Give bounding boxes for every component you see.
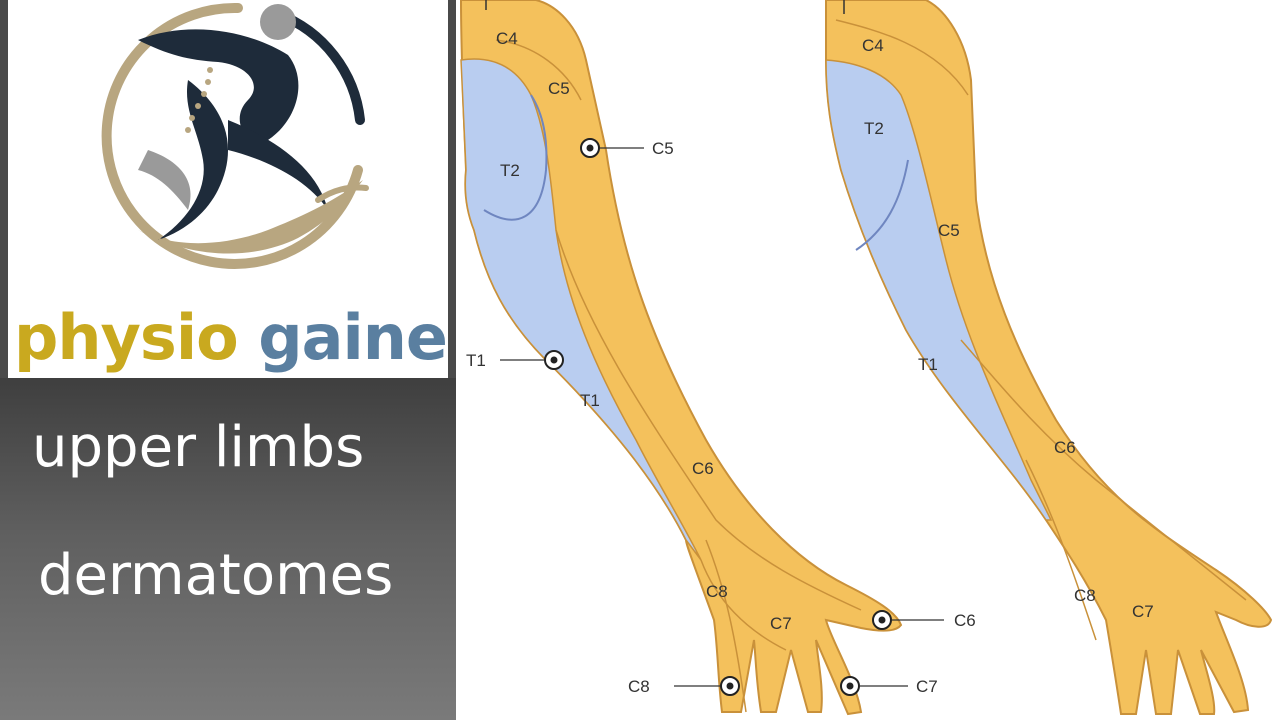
label-post-c4: C4 <box>862 36 884 55</box>
label-ant-c8: C8 <box>706 582 728 601</box>
logo-card: physio gainer <box>8 0 448 378</box>
label-ant-t2: T2 <box>500 161 520 180</box>
anterior-arm <box>459 0 903 716</box>
keypoint-c6: C6 <box>872 610 976 630</box>
label-ant-c7: C7 <box>770 614 792 633</box>
dermatome-diagram: C4 C5 T2 T1 C6 C8 C7 C5 T1 C6 C8 C7 C4 T… <box>456 0 1280 720</box>
keypoint-c6-label: C6 <box>954 611 976 630</box>
posterior-arm <box>825 0 1273 715</box>
label-ant-t1: T1 <box>580 391 600 410</box>
label-ant-c6: C6 <box>692 459 714 478</box>
brand-word-physio: physio <box>14 301 239 374</box>
runner-logo <box>101 2 369 269</box>
label-post-c7: C7 <box>1132 602 1154 621</box>
label-post-c8: C8 <box>1074 586 1096 605</box>
caption-line-2: dermatomes <box>38 543 394 608</box>
keypoint-c5-label: C5 <box>652 139 674 158</box>
label-post-t1: T1 <box>918 355 938 374</box>
caption-panel <box>0 378 456 720</box>
keypoint-t1-label: T1 <box>466 351 486 370</box>
label-post-t2: T2 <box>864 119 884 138</box>
keypoint-c7: C7 <box>840 676 938 696</box>
label-post-c5: C5 <box>938 221 960 240</box>
keypoint-c5: C5 <box>580 138 674 158</box>
keypoint-c8-label: C8 <box>628 677 650 696</box>
brand-word-gainer: gainer <box>258 301 448 374</box>
keypoint-c7-label: C7 <box>916 677 938 696</box>
label-ant-c4: C4 <box>496 29 518 48</box>
label-post-c6: C6 <box>1054 438 1076 457</box>
label-ant-c5: C5 <box>548 79 570 98</box>
brand-name: physio gainer <box>14 298 448 378</box>
keypoint-c8: C8 <box>628 676 740 696</box>
branding-panel: physio gainer upper limbs dermatomes <box>0 0 456 720</box>
keypoint-t1: T1 <box>466 350 564 370</box>
caption-line-1: upper limbs <box>32 415 365 480</box>
